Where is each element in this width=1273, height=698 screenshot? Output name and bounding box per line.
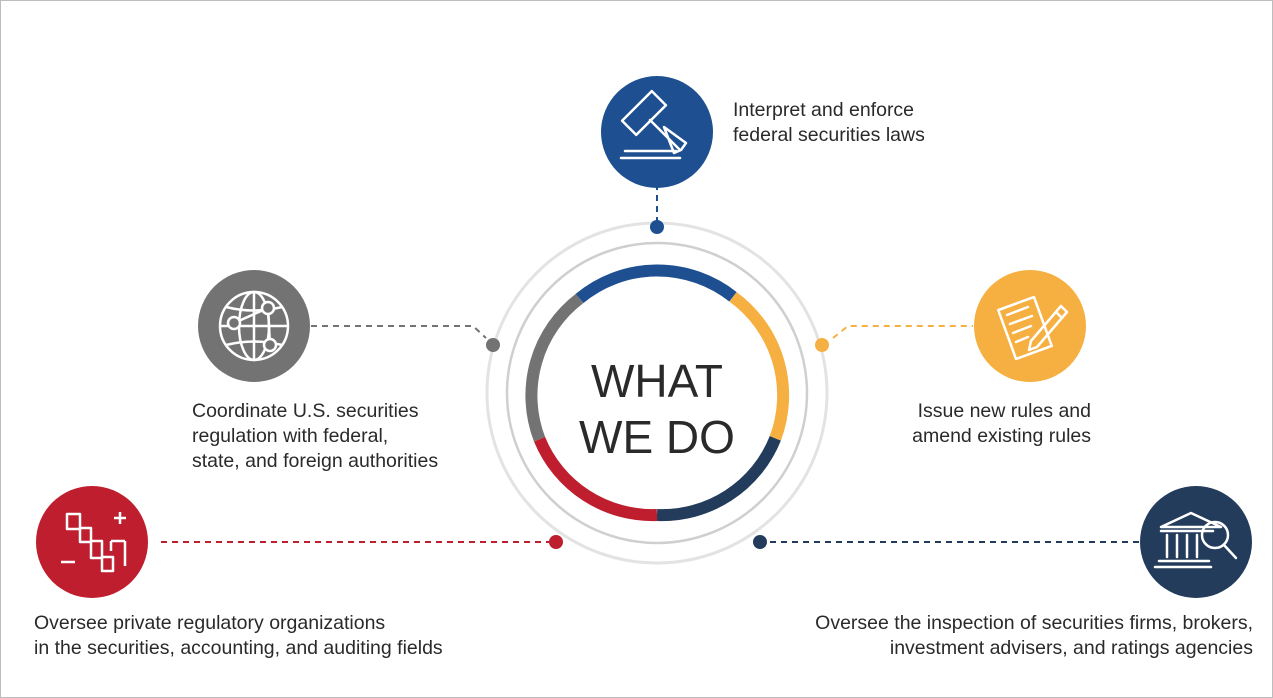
document-pen-icon <box>974 270 1086 382</box>
connector-coordinate <box>311 325 487 339</box>
label-inspection: Oversee the inspection of securities fir… <box>815 612 1253 659</box>
dot-rules <box>815 338 829 352</box>
globe-network-icon <box>198 270 310 382</box>
center-title-line2: WE DO <box>579 411 735 463</box>
middle-ring <box>505 241 809 545</box>
dot-coordinate <box>486 338 500 352</box>
connectors <box>161 184 1141 543</box>
ring-segment-blue <box>575 264 737 304</box>
dot-enforce <box>650 220 664 234</box>
dot-oversee <box>549 535 563 549</box>
bank-magnifier-icon <box>1140 486 1252 598</box>
connector-rules <box>832 325 973 339</box>
ring-segment-gray <box>525 293 584 442</box>
label-rules: Issue new rules and amend existing rules <box>912 400 1091 447</box>
label-coordinate: Coordinate U.S. securities regulation wi… <box>192 400 439 472</box>
chart-plus-minus-icon <box>36 486 148 598</box>
dot-inspection <box>753 535 767 549</box>
label-oversee: Oversee private regulatory organizations… <box>34 612 443 659</box>
center-title-line1: WHAT <box>591 355 723 407</box>
gavel-icon <box>601 76 713 188</box>
label-enforce: Interpret and enforce federal securities… <box>733 99 925 146</box>
ring-segment-yellow <box>729 291 790 441</box>
ring-segment-navy <box>656 436 781 522</box>
ring-segment-red <box>533 436 658 522</box>
color-ring <box>525 264 790 522</box>
